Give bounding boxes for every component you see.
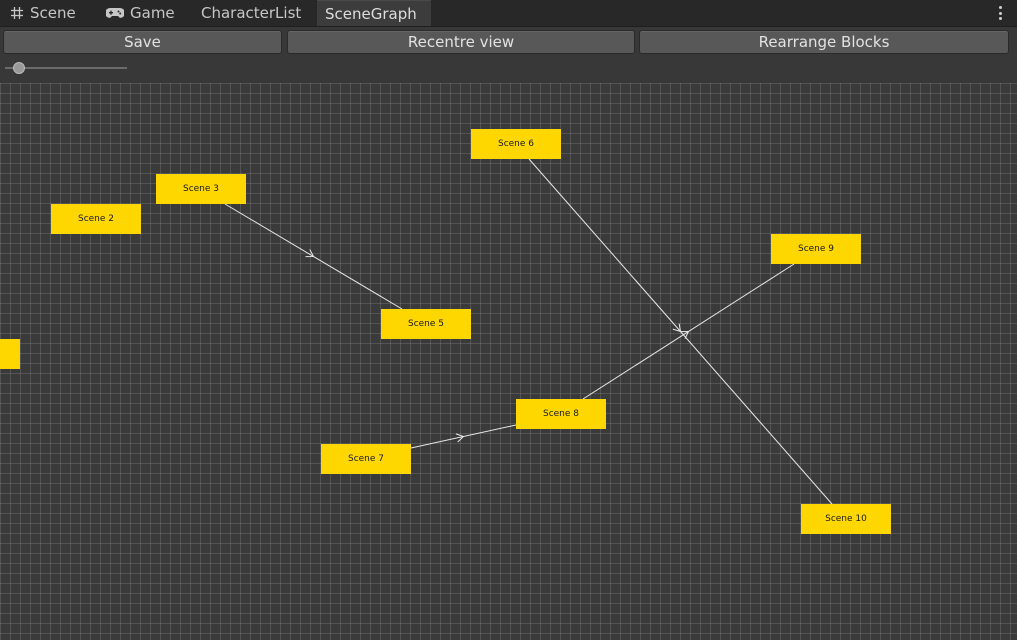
edge-scene6-scene10: [528, 158, 833, 505]
zoom-slider-track[interactable]: [5, 67, 127, 69]
tab-characterlist[interactable]: CharacterList: [193, 0, 317, 26]
scene-block-scene8[interactable]: Scene 8: [516, 399, 606, 429]
gamepad-icon: [106, 7, 124, 19]
scene-block-label: Scene 2: [77, 214, 115, 224]
scene-block-scene7[interactable]: Scene 7: [321, 444, 411, 474]
scene-block-scene9[interactable]: Scene 9: [771, 234, 861, 264]
edges-layer: [224, 158, 833, 505]
save-button[interactable]: Save: [3, 30, 282, 54]
scene-block-label: Scene 6: [497, 139, 535, 149]
tab-bar: Scene Game CharacterList SceneGraph: [0, 0, 1017, 27]
tab-label: Game: [130, 4, 175, 22]
toolbar: Save Recentre view Rearrange Blocks: [0, 27, 1017, 83]
edge-scene8-scene9: [582, 263, 795, 400]
scene-block-scene3[interactable]: Scene 3: [156, 174, 246, 204]
recentre-view-button[interactable]: Recentre view: [287, 30, 635, 54]
grid-icon: [10, 6, 24, 20]
zoom-slider-handle[interactable]: [13, 62, 25, 74]
tab-scene[interactable]: Scene: [2, 0, 96, 26]
arrow-icon: [680, 330, 690, 339]
arrow-icon: [305, 249, 315, 258]
scene-block-label: Scene 8: [542, 409, 580, 419]
tab-scenegraph[interactable]: SceneGraph: [317, 0, 431, 26]
scene-block-scene5[interactable]: Scene 5: [381, 309, 471, 339]
scene-block-scene2[interactable]: Scene 2: [51, 204, 141, 234]
arrow-icon: [672, 323, 682, 333]
graph-canvas[interactable]: Scene 2 Scene 3 Scene 5 Scene 6 Scene 7 Scene…: [0, 83, 1017, 640]
scene-block-label: Scene 10: [825, 514, 867, 524]
edge-scene3-scene5: [224, 203, 403, 310]
tab-game[interactable]: Game: [98, 0, 193, 26]
scene-block-scene10[interactable]: Scene 10: [801, 504, 891, 534]
scene-block-label: Scene 3: [182, 184, 220, 194]
more-options-icon[interactable]: [995, 4, 1005, 22]
rearrange-blocks-button[interactable]: Rearrange Blocks: [639, 30, 1009, 54]
scene-block-label: Scene 7: [347, 454, 385, 464]
scene-block-label: Scene 5: [407, 319, 445, 329]
edge-scene7-scene8: [410, 424, 517, 449]
tab-label: Scene: [30, 4, 76, 22]
arrow-icon: [455, 433, 465, 443]
scene-block-scene6[interactable]: Scene 6: [471, 129, 561, 159]
tab-label: CharacterList: [201, 4, 302, 22]
scene-block-partial[interactable]: [0, 339, 20, 369]
tab-label: SceneGraph: [325, 4, 417, 23]
scene-block-label: Scene 9: [797, 244, 835, 254]
